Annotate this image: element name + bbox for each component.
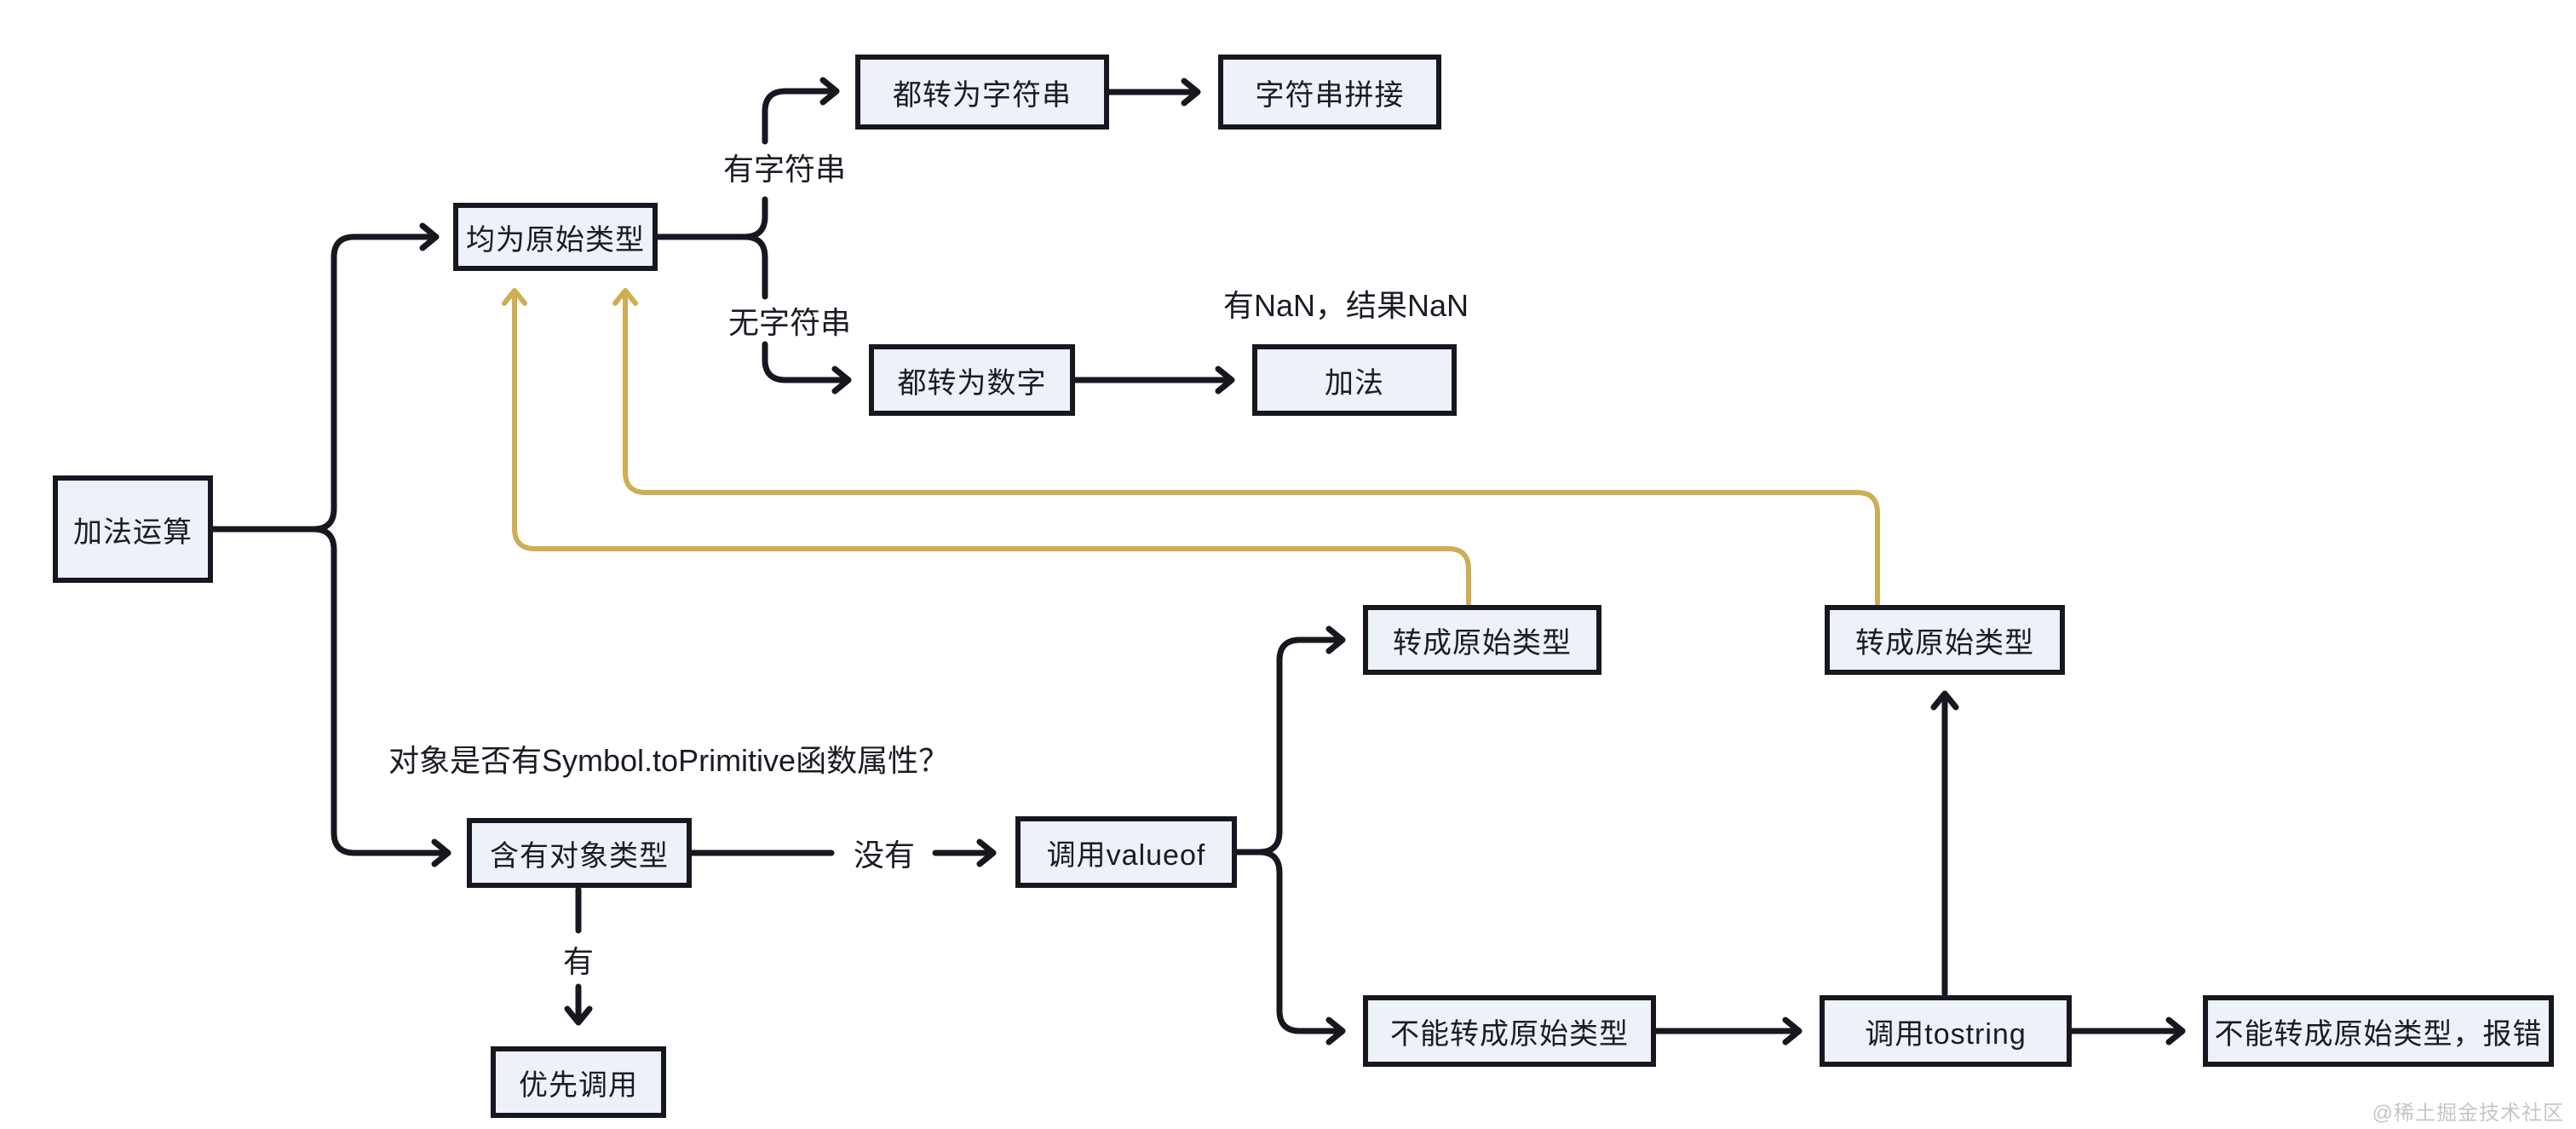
label-symbol-toprimitive-question: 对象是否有Symbol.toPrimitive函数属性？ <box>388 743 950 778</box>
node-priority-call: 优先调用 <box>491 1046 666 1118</box>
node-string-concat: 字符串拼接 <box>1218 55 1441 130</box>
edge-both-primitive-split-up <box>654 196 768 240</box>
edge-call-valueof-to-cannot-primitive <box>1233 849 1346 1045</box>
label-no: 没有 <box>853 838 915 873</box>
label-no-string: 无字符串 <box>727 305 851 340</box>
node-cannot-convert-primitive-error: 不能转成原始类型，报错 <box>2203 995 2554 1067</box>
edge-call-valueof-to-to-primitive-left <box>1233 625 1346 855</box>
node-both-primitive: 均为原始类型 <box>453 203 658 271</box>
node-addition: 加法 <box>1252 344 1457 416</box>
label-yes: 有 <box>562 944 594 979</box>
edge-both-primitive-split-down <box>741 233 768 300</box>
node-has-object-type: 含有对象类型 <box>467 818 692 888</box>
node-convert-all-to-number: 都转为数字 <box>869 344 1075 416</box>
node-convert-all-to-string: 都转为字符串 <box>855 55 1109 130</box>
label-has-string: 有字符串 <box>722 152 846 187</box>
node-to-primitive-right: 转成原始类型 <box>1825 605 2065 675</box>
node-addition-operation: 加法运算 <box>53 475 213 583</box>
node-to-primitive-left: 转成原始类型 <box>1363 605 1601 675</box>
node-cannot-convert-primitive: 不能转成原始类型 <box>1363 995 1656 1067</box>
edge-start-to-has-object <box>210 526 451 867</box>
edge-no-string-to-to-number-all <box>762 341 852 395</box>
edge-to-primitive-left-back-to-both-primitive <box>502 288 1471 606</box>
watermark: @稀土掘金技术社区 <box>2372 1102 2564 1125</box>
node-call-valueof: 调用valueof <box>1015 816 1237 888</box>
edge-has-string-to-to-string-all <box>762 77 840 145</box>
label-nan-note: 有NaN，结果NaN <box>1222 288 1469 323</box>
node-call-tostring: 调用tostring <box>1820 995 2072 1067</box>
edge-start-to-both-primitive <box>210 222 440 533</box>
